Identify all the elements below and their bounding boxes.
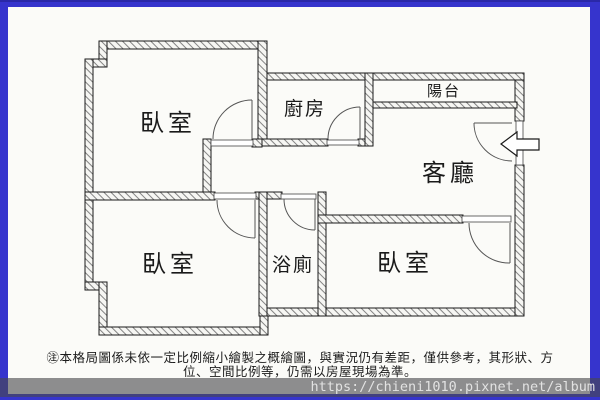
room-label-bedroom2: 臥室 [142,251,198,278]
room-label-bathroom: 浴廁 [272,253,314,276]
watermark-url: https://chieni1010.pixnet.net/album [310,379,595,395]
disclaimer-line-2: 位、空間比例等，仍需以房屋現場為準。 [182,365,417,379]
watermark-bar: https://chieni1010.pixnet.net/album [0,378,600,397]
door-arc-kitchen [327,106,361,140]
walls [84,40,525,336]
room-label-balcony: 陽台 [427,83,461,100]
entry-arrow-icon [500,130,540,158]
room-label-kitchen: 廚房 [284,97,326,120]
room-label-bedroom3: 臥室 [377,250,433,277]
door-arc-bedroom3 [468,222,511,264]
room-label-bedroom1: 臥室 [140,110,196,137]
door-arc-bathroom [283,198,316,231]
door-arc-entrance [473,122,513,162]
room-label-living: 客廳 [422,160,478,187]
disclaimer-line-1: ㊟本格局圖係未依一定比例縮小繪製之概繪圖，與實況仍有差距，僅供參考，其形狀、方 [46,351,554,365]
door-arc-bedroom2 [216,199,256,239]
door-swings [212,99,513,264]
door-arc-bedroom1 [212,99,253,140]
